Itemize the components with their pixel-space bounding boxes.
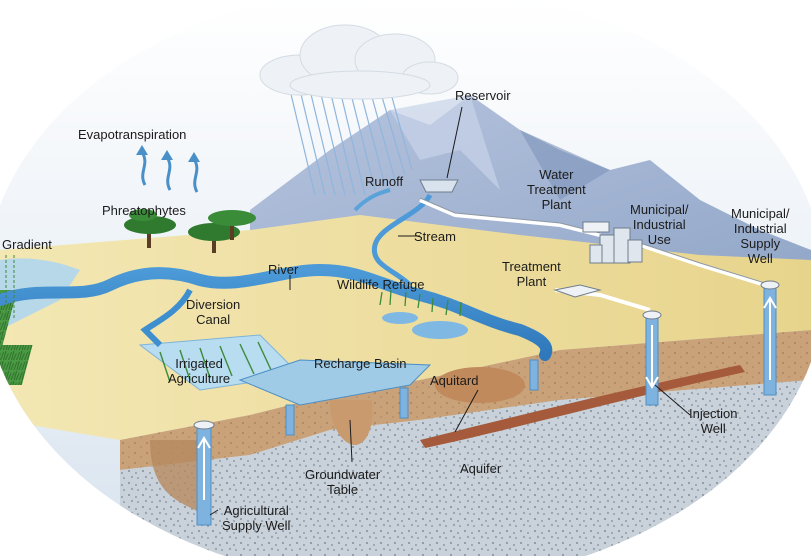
gradient-markers <box>5 255 15 320</box>
label-municipal-industrial-use: Municipal/ Industrial Use <box>630 202 689 247</box>
soil-pocket <box>150 440 210 520</box>
label-municipal-industrial-supply-well: Municipal/ Industrial Supply Well <box>731 206 790 266</box>
label-diversion-canal: Diversion Canal <box>186 297 241 327</box>
pipeline-outline <box>419 197 766 284</box>
label-aquitard: Aquitard <box>430 373 479 388</box>
marsh-vegetation-2 <box>0 345 33 385</box>
aquifer-gravel <box>120 380 811 556</box>
agricultural-supply-well <box>193 420 215 526</box>
river-channel <box>0 263 553 361</box>
diversion-canal <box>140 288 193 348</box>
leader-lines <box>209 106 691 516</box>
injection-well <box>642 310 662 406</box>
cloud <box>259 24 459 100</box>
reservoir-dam <box>419 179 459 193</box>
recharge-mound <box>330 400 373 445</box>
aquitard-lens <box>435 367 525 403</box>
treatment-plant-building <box>553 284 602 298</box>
label-water-treatment-plant: Water Treatment Plant <box>527 167 586 212</box>
label-runoff: Runoff <box>365 174 404 189</box>
evapotranspiration-arrows <box>140 151 199 193</box>
stream-channel <box>371 193 433 287</box>
label-treatment-plant: Treatment Plant <box>502 259 561 289</box>
label-river: River <box>268 262 299 277</box>
mountain-highlight <box>390 95 500 190</box>
label-evapotranspiration: Evapotranspiration <box>78 127 187 142</box>
label-groundwater-table: Groundwater Table <box>305 467 381 497</box>
municipal-supply-well <box>760 280 780 396</box>
label-aquifer: Aquifer <box>460 461 502 476</box>
label-irrigated-agriculture: Irrigated Agriculture <box>168 356 231 386</box>
refuge-pond-1 <box>412 321 468 339</box>
mountain-shadow <box>520 130 610 200</box>
phreatophyte-trees <box>124 209 256 253</box>
evapotranspiration-arrowheads <box>136 145 200 162</box>
label-agricultural-supply-well: Agricultural Supply Well <box>222 503 291 533</box>
label-recharge-basin: Recharge Basin <box>314 356 407 371</box>
water-treatment-plant <box>582 221 610 233</box>
label-reservoir: Reservoir <box>455 88 511 103</box>
rain <box>289 89 413 196</box>
label-wildlife-refuge: Wildlife Refuge <box>337 277 425 292</box>
runoff-channel <box>353 188 391 212</box>
refuge-reeds <box>379 289 462 317</box>
recharge-drains <box>285 359 539 436</box>
label-gradient: Gradient <box>2 237 52 252</box>
label-injection-well: Injection Well <box>689 406 738 436</box>
refuge-pond-2 <box>382 312 418 324</box>
municipal-buildings <box>589 227 643 264</box>
crop-rows <box>159 341 273 383</box>
label-phreatophytes: Phreatophytes <box>102 203 186 218</box>
aquitard-layer <box>420 365 745 448</box>
recharge-basin <box>238 359 432 406</box>
label-stream: Stream <box>414 229 456 244</box>
